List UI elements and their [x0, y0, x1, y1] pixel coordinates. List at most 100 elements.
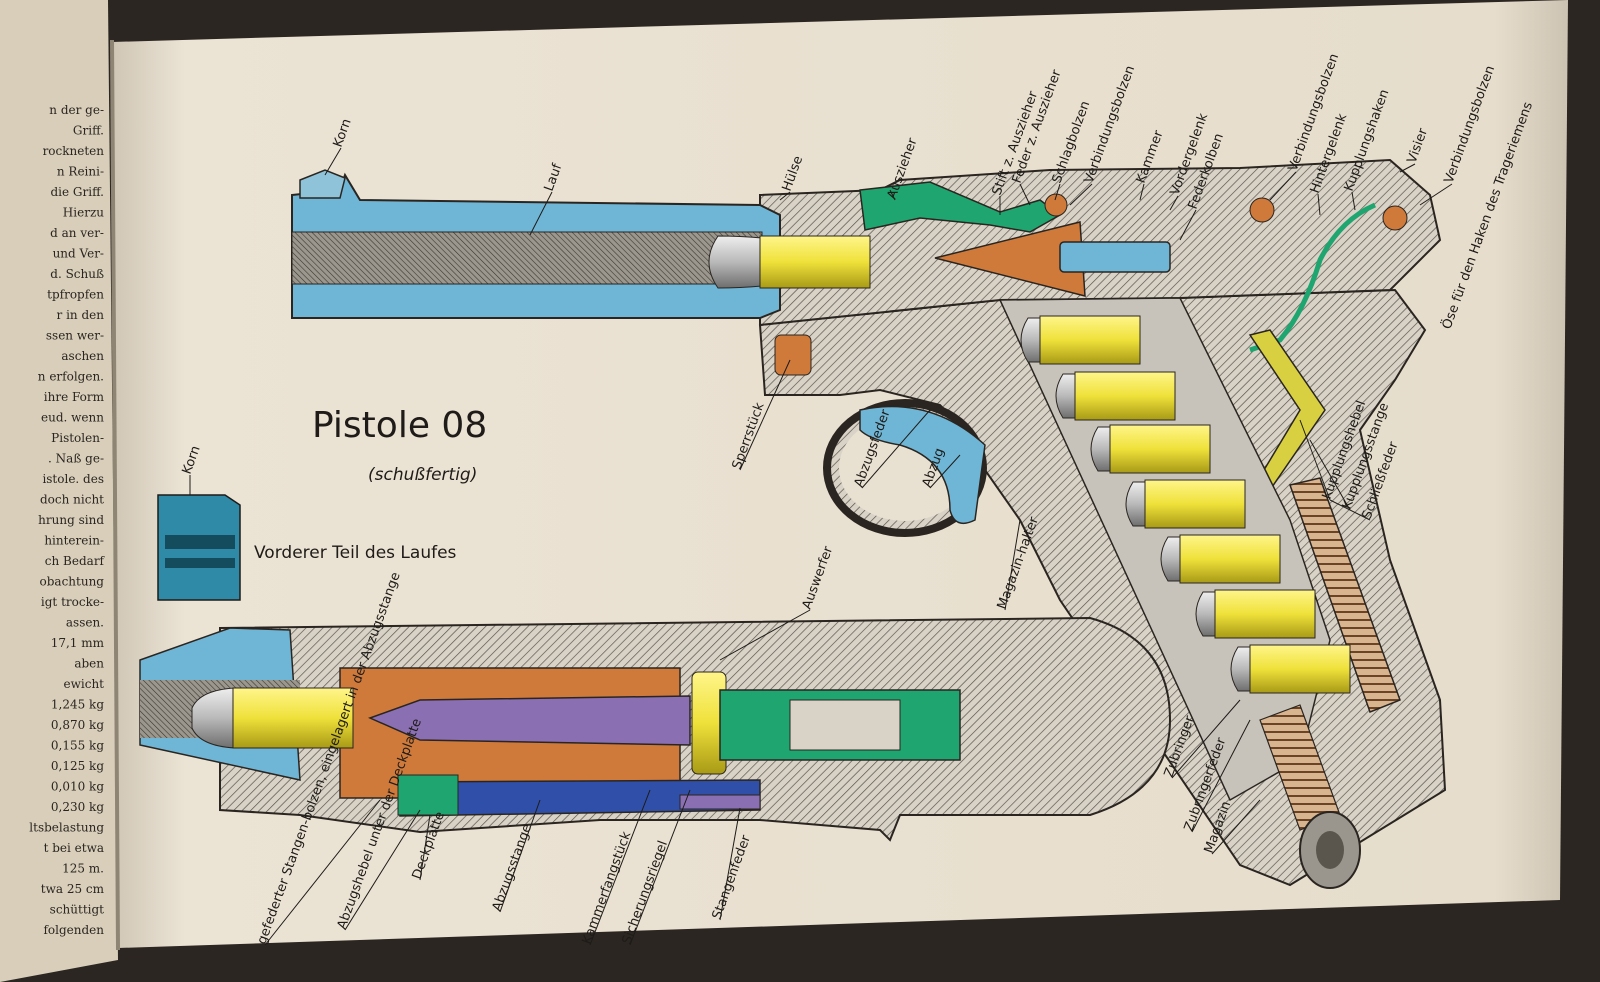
left-page-fragment: r in den — [57, 308, 105, 322]
cartridge-bullet — [1160, 536, 1183, 582]
magazine-cartridge — [1090, 424, 1211, 474]
left-page-fragment: 0,155 kg — [51, 739, 104, 753]
left-page-fragment: schüttigt — [50, 903, 105, 917]
left-page-fragment: 0,870 kg — [51, 718, 104, 732]
cartridge-case — [1249, 644, 1351, 694]
left-page-fragment: aben — [74, 657, 104, 671]
coupling-spring — [1249, 202, 1377, 353]
diagram-subtitle: (schußfertig) — [368, 465, 477, 485]
cartridge-bullet — [1090, 426, 1113, 472]
leader-line — [1399, 163, 1416, 173]
left-page-fragment: . Naß ge- — [48, 452, 104, 466]
cartridge-case — [1179, 534, 1281, 584]
left-page-fragment: und Ver- — [53, 247, 104, 261]
recoil-spring-schliessfeder — [1289, 477, 1401, 713]
left-page-fragment: ch Bedarf — [45, 554, 106, 568]
leader-line — [1019, 183, 1031, 206]
magazine-cartridge — [1160, 534, 1281, 584]
pin-verbindungsbolzen-2 — [1249, 197, 1275, 223]
left-page-fragment: Griff. — [73, 124, 104, 138]
left-page-fragment: 0,010 kg — [51, 780, 104, 794]
leader-line — [719, 609, 811, 661]
leader-line — [929, 454, 961, 489]
cartridge-bullet — [1230, 646, 1253, 692]
left-page-fragment: n Reini- — [57, 165, 104, 179]
trigger-abzug — [859, 405, 986, 525]
cartridge-case — [1074, 371, 1176, 421]
bolt-spring-tube — [1059, 241, 1171, 273]
leader-line — [1329, 499, 1371, 521]
left-page-fragment: obachtung — [40, 575, 105, 589]
leader-line — [1419, 183, 1453, 206]
leader-line — [629, 789, 691, 946]
left-page-fragment: aschen — [61, 349, 104, 363]
leader-line — [1317, 193, 1321, 216]
left-page-fragment: die Griff. — [50, 185, 104, 199]
leader-line — [344, 809, 421, 931]
leader-line — [861, 409, 931, 489]
cartridge-bullet — [1125, 481, 1148, 527]
magazine-cartridge — [1020, 315, 1141, 365]
stangenfeder-purple — [679, 794, 761, 810]
leader-line — [739, 359, 791, 471]
leader-line — [1054, 183, 1061, 201]
left-page-fragment: twa 25 cm — [41, 882, 105, 896]
leader-line — [1139, 183, 1145, 201]
left-page-fragment: ewicht — [64, 677, 105, 691]
leader-line — [499, 799, 541, 913]
inset-barrel-front — [157, 494, 241, 601]
leader-line — [779, 191, 791, 201]
left-page-fragment: eud. wenn — [41, 411, 104, 425]
leader-line — [1169, 195, 1179, 211]
bolt-top-view — [139, 616, 1172, 842]
page-gutter — [110, 39, 120, 951]
inset-caption: Vorderer Teil des Laufes — [254, 543, 457, 563]
leader-line — [1211, 799, 1261, 855]
left-page-fragment: ssen wer- — [46, 329, 104, 343]
leader-line — [1269, 171, 1297, 201]
left-page-fragment: doch nicht — [40, 493, 104, 507]
left-page-fragment: hinterein- — [44, 534, 104, 548]
left-page-fragment: Hierzu — [63, 206, 104, 220]
magazine-cartridges — [1020, 315, 1351, 694]
leader-line — [1069, 183, 1093, 206]
toggle-cutout — [789, 699, 901, 751]
magazine-cartridge — [1195, 589, 1316, 639]
cartridge-case — [1144, 479, 1246, 529]
left-page-fragment: Pistolen- — [51, 431, 104, 445]
magazine-bottom-inner — [1316, 831, 1344, 869]
cartridge-bullet — [1020, 317, 1043, 363]
left-page-fragment: igt trocke- — [41, 595, 104, 609]
leader-line — [1179, 209, 1197, 241]
pin-verbindungsbolzen-1 — [1044, 193, 1068, 217]
left-page-fragment: ihre Form — [44, 390, 105, 404]
left-page-fragment: n der ge- — [49, 103, 104, 117]
left-page — [0, 0, 118, 982]
leader-line — [719, 807, 741, 921]
left-page-fragment: assen. — [66, 616, 104, 630]
left-page-fragment: folgenden — [43, 923, 104, 937]
left-page-fragment: 1,245 kg — [51, 698, 104, 712]
locking-block-sperrstueck — [774, 334, 812, 376]
chambered-cartridge — [708, 235, 871, 289]
side-plate-deckplatte — [397, 774, 459, 816]
left-page-fragment: ltsbelastung — [29, 821, 104, 835]
leader-line — [1191, 719, 1251, 833]
pistol-side-view — [291, 158, 1447, 889]
left-page-fragment: t bei etwa — [44, 841, 104, 855]
cartridge-bullet — [1055, 373, 1078, 419]
leader-line — [529, 191, 553, 236]
leader-line — [1299, 419, 1331, 501]
left-page-fragment: 125 m. — [62, 862, 104, 876]
leader-line — [889, 189, 896, 201]
left-page-fragment: istole. des — [42, 472, 104, 486]
left-page-fragment: 17,1 mm — [51, 636, 105, 650]
cartridge-case-top — [232, 687, 354, 749]
left-page-fragment: 0,125 kg — [51, 759, 104, 773]
leader-line — [1004, 519, 1021, 611]
barrel-bore — [291, 231, 763, 285]
cartridge-case — [1214, 589, 1316, 639]
leader-line — [324, 147, 342, 176]
